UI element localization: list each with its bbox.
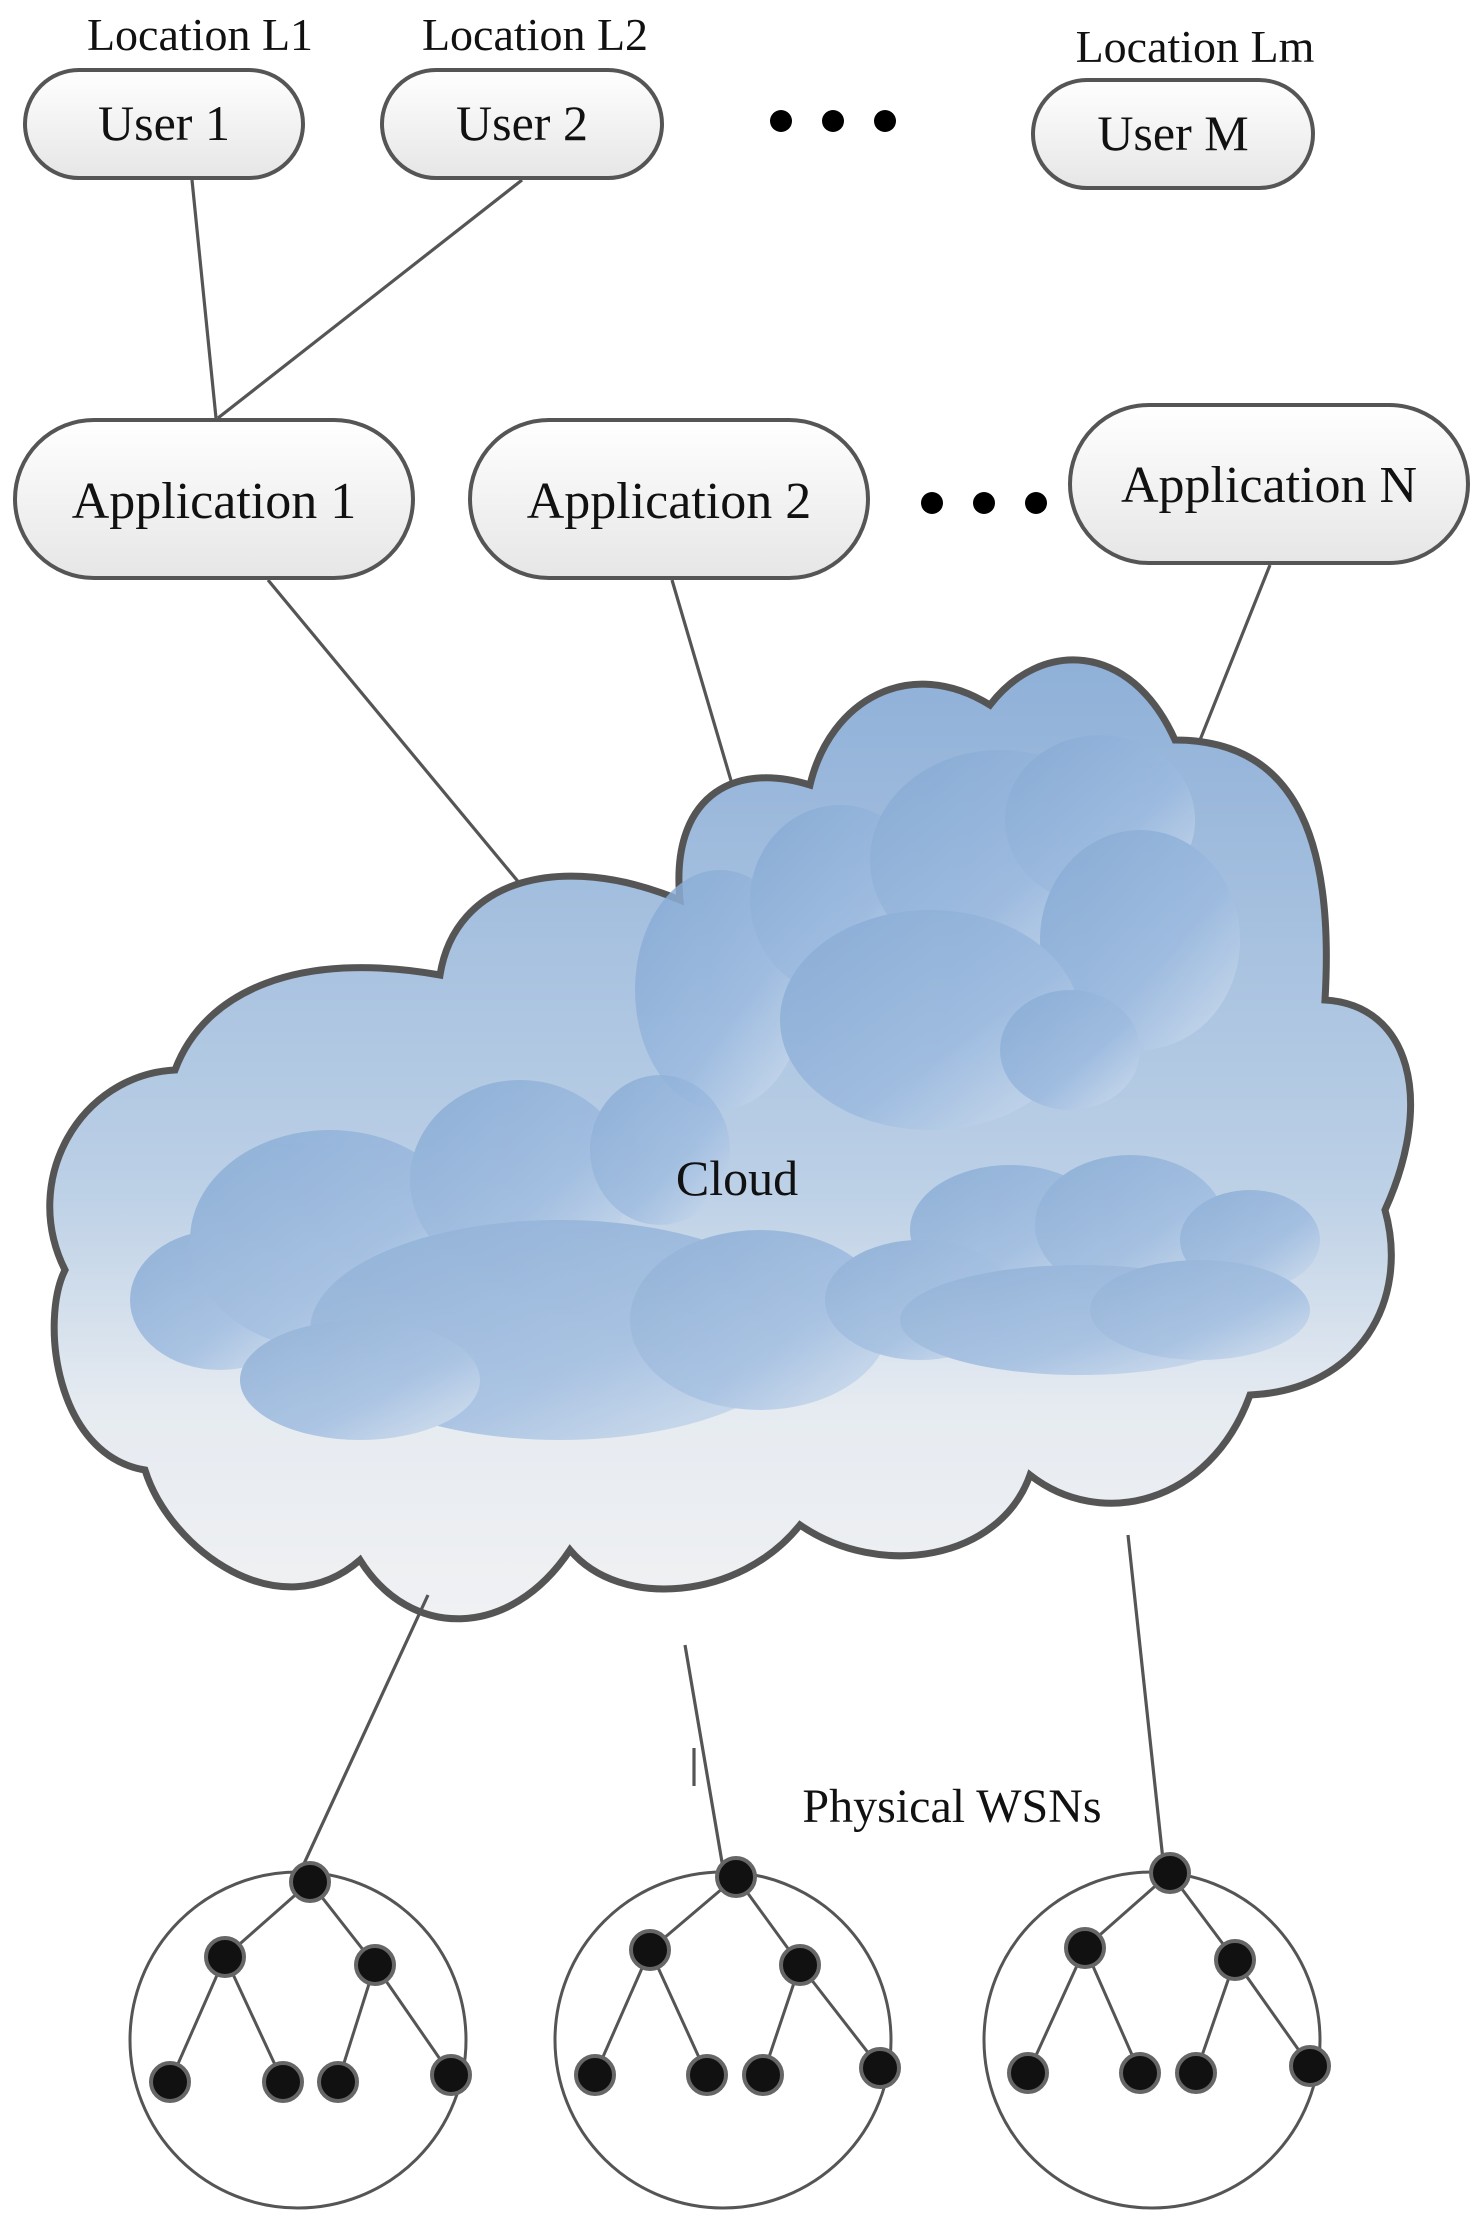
link-cloud-wsn1 [300,1594,430,1869]
application-1-label: Application 1 [72,473,357,530]
user-2-label: User 2 [456,95,588,151]
user-1-label: User 1 [98,95,230,151]
link-app2-cloud [670,579,744,819]
wsn-cluster-3-tree-network-icon [982,1852,1331,2210]
link-cloud-wsn2 [683,1644,725,1869]
user-m-node: User M [1031,78,1315,190]
location-l1-label: Location L1 [87,9,313,60]
link-app1-cloud [266,578,542,910]
wsn-cluster-1-tree-network-icon [128,1861,472,2210]
cloud-icon: Cloud [46,656,1415,1623]
link-user2-app1 [217,178,523,420]
users-ellipsis-icon [770,110,896,132]
link-appn-cloud [1186,564,1272,771]
physical-wsns-label: Physical WSNs [802,1780,1101,1833]
location-lm-label: Location Lm [1076,21,1315,72]
link-cloud-wsn3 [1126,1534,1165,1861]
application-n-label: Application N [1121,457,1417,514]
application-1-node: Application 1 [13,418,415,580]
wsn-cluster-2-tree-network-icon [553,1856,901,2210]
link-user1-app1 [190,179,218,419]
application-2-label: Application 2 [527,473,812,530]
application-n-node: Application N [1068,403,1470,565]
user-2-node: User 2 [380,68,664,180]
application-2-node: Application 2 [468,418,870,580]
applications-ellipsis-icon [921,492,1047,514]
user-m-label: User M [1097,105,1248,161]
location-l2-label: Location L2 [422,9,648,60]
user-1-node: User 1 [23,68,305,180]
cloud-label: Cloud [676,1150,798,1206]
